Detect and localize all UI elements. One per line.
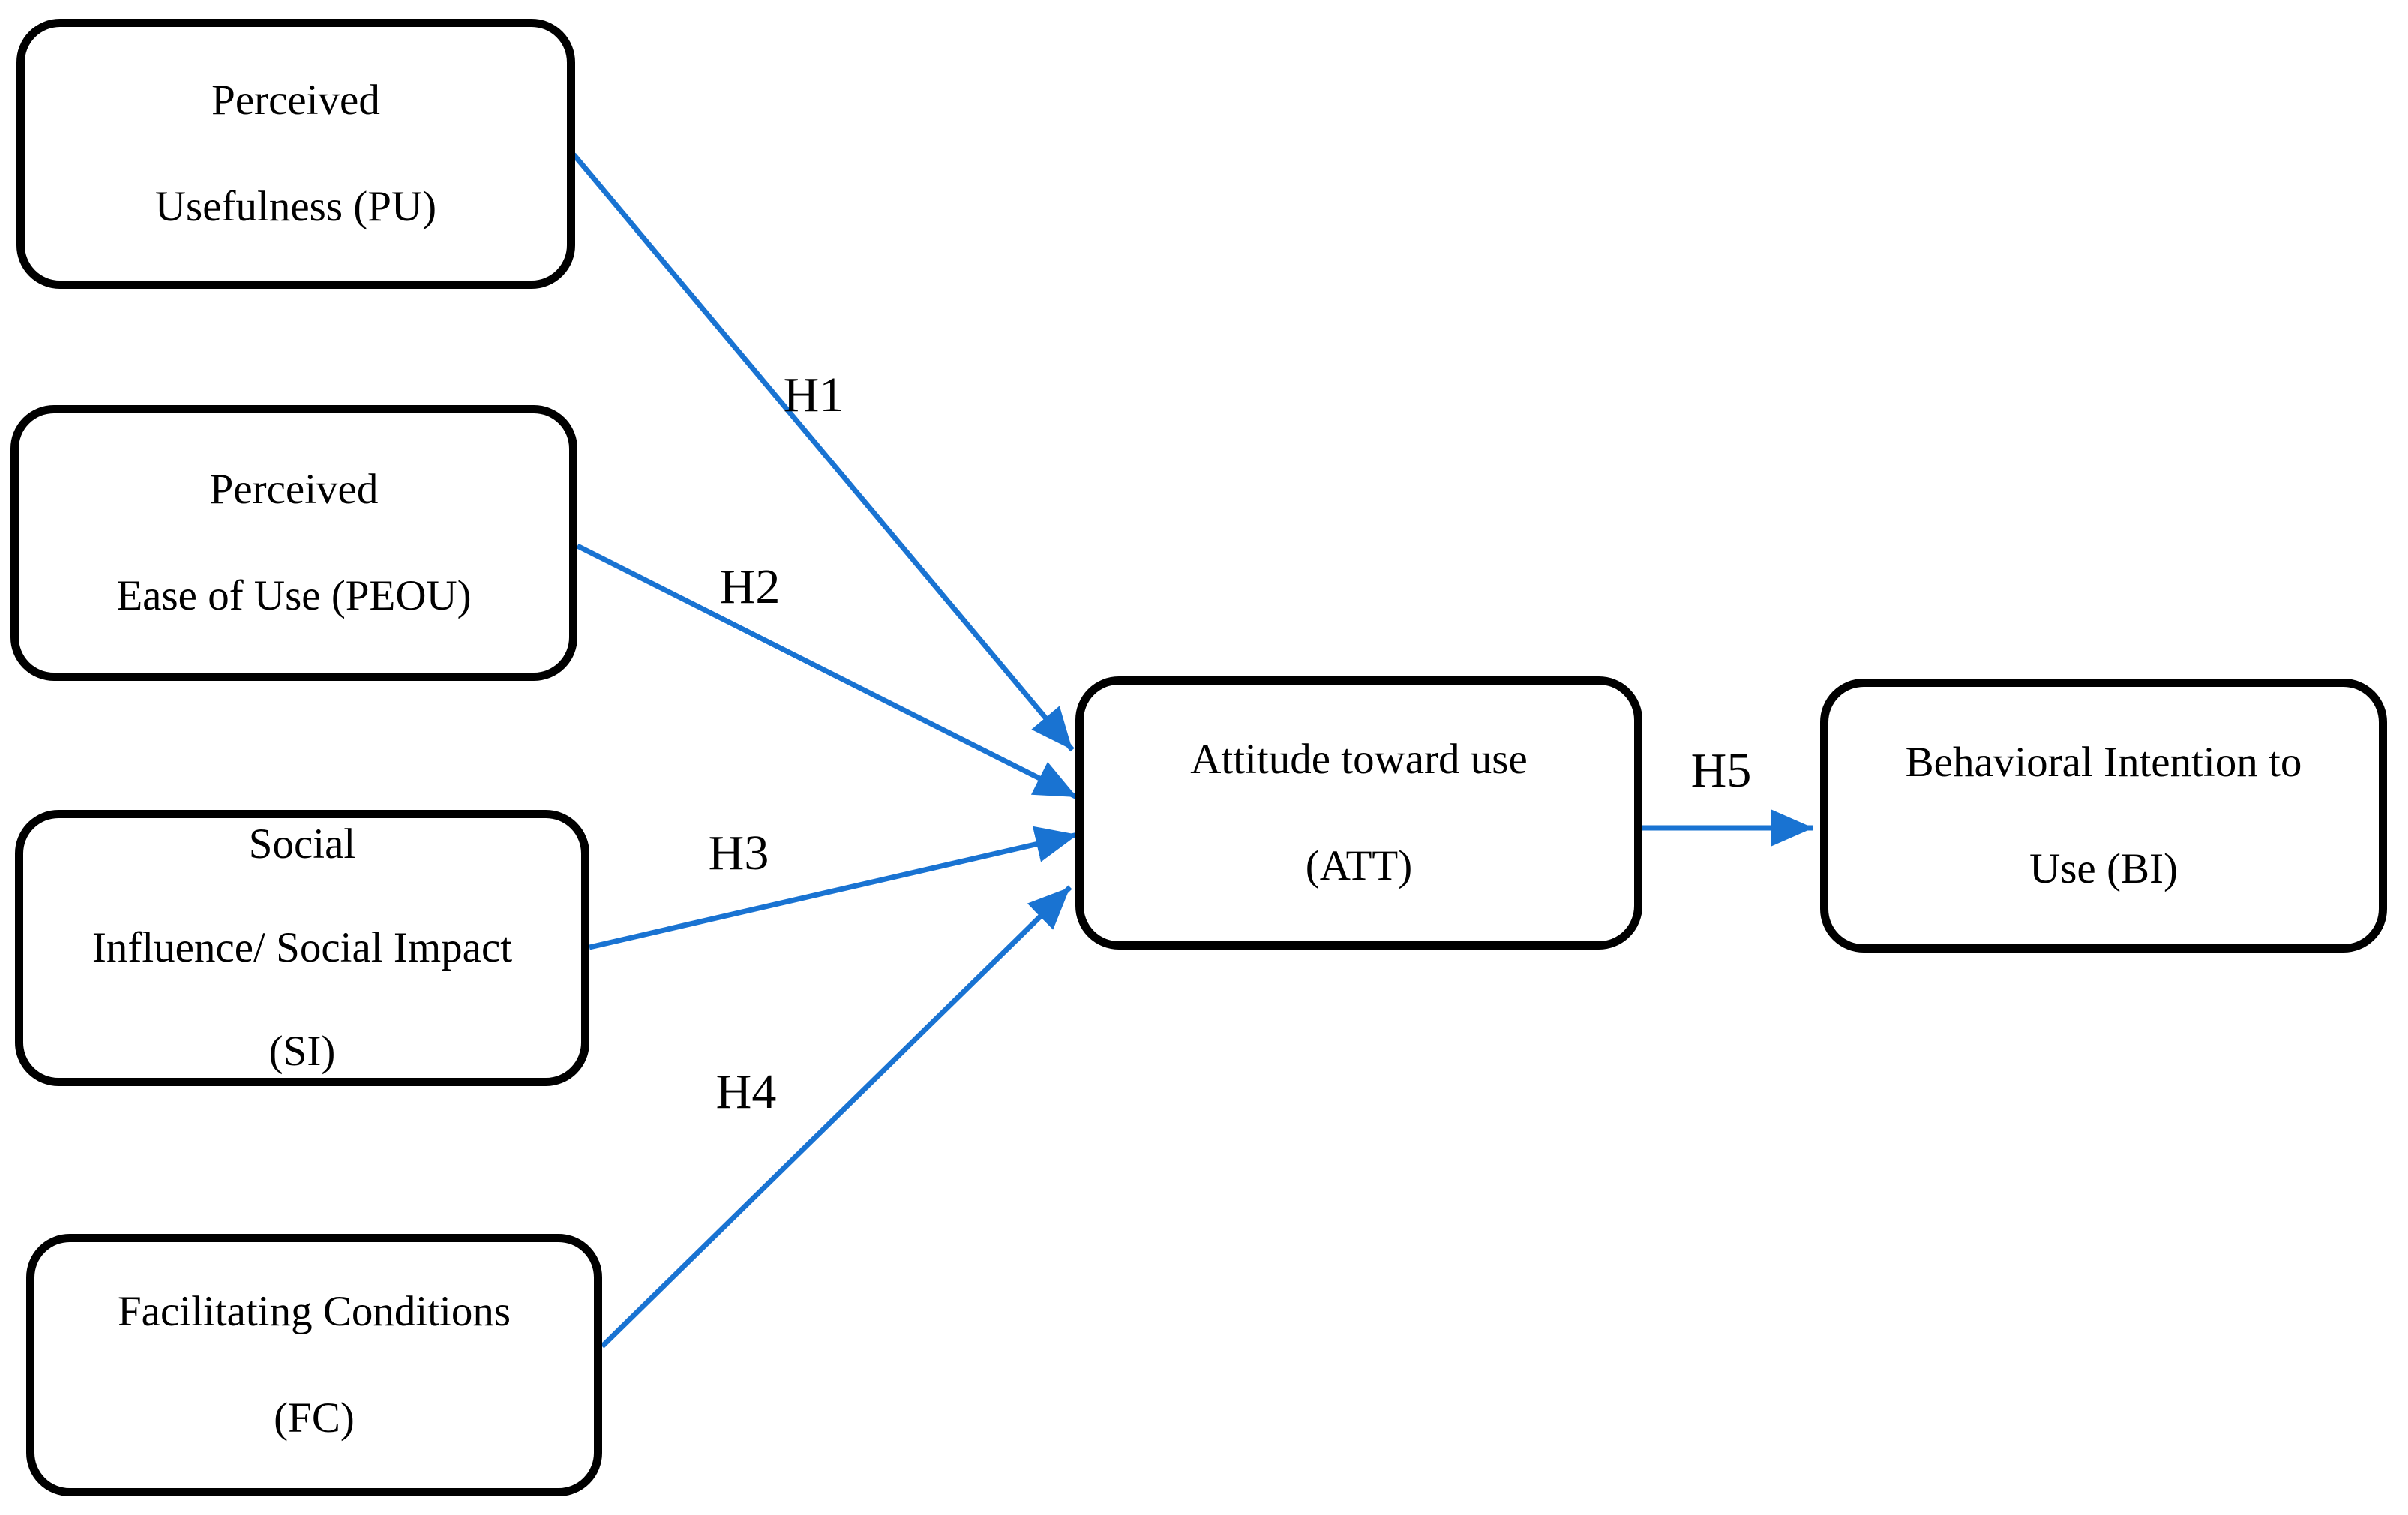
box-attitude-toward-use: Attitude toward use (ATT) <box>1075 676 1642 950</box>
box-facilitating-conditions: Facilitating Conditions (FC) <box>26 1234 602 1496</box>
hypothesis-label-h3: H3 <box>708 826 769 880</box>
box-perceived-usefulness: Perceived Usefulness (PU) <box>16 19 575 289</box>
hypothesis-label-h1: H1 <box>783 368 844 422</box>
box-att-line-1: Attitude toward use <box>1190 736 1528 783</box>
hypothesis-label-h2: H2 <box>719 560 781 614</box>
box-social-influence: Social Influence/ Social Impact (SI) <box>15 810 589 1086</box>
box-si-line-2: Influence/ Social Impact <box>91 924 513 971</box>
box-fc-line-2: (FC) <box>274 1394 355 1442</box>
hypothesis-label-h4: H4 <box>715 1064 777 1119</box>
box-peou-line-1: Perceived <box>209 466 379 513</box>
arrow-h2-line <box>576 543 1078 800</box>
box-fc-line-1: Facilitating Conditions <box>117 1288 511 1335</box>
box-perceived-ease-of-use: Perceived Ease of Use (PEOU) <box>10 405 577 681</box>
box-att-line-2: (ATT) <box>1305 842 1413 890</box>
arrow-h1-line <box>571 152 1075 752</box>
box-pu-line-2: Usefulness (PU) <box>154 183 437 230</box>
box-si-line-3: (SI) <box>268 1028 336 1075</box>
box-behavioral-intention: Behavioral Intention to Use (BI) <box>1820 679 2387 952</box>
hypothesis-label-h5: H5 <box>1690 743 1752 798</box>
box-si-line-1: Social <box>248 820 356 868</box>
box-peou-line-2: Ease of Use (PEOU) <box>116 572 472 620</box>
arrow-h4-line <box>600 885 1072 1348</box>
box-pu-line-1: Perceived <box>211 76 380 124</box>
box-bi-line-1: Behavioral Intention to <box>1905 738 2302 786</box>
arrow-h3-line <box>589 826 1078 950</box>
box-bi-line-2: Use (BI) <box>2029 844 2178 892</box>
